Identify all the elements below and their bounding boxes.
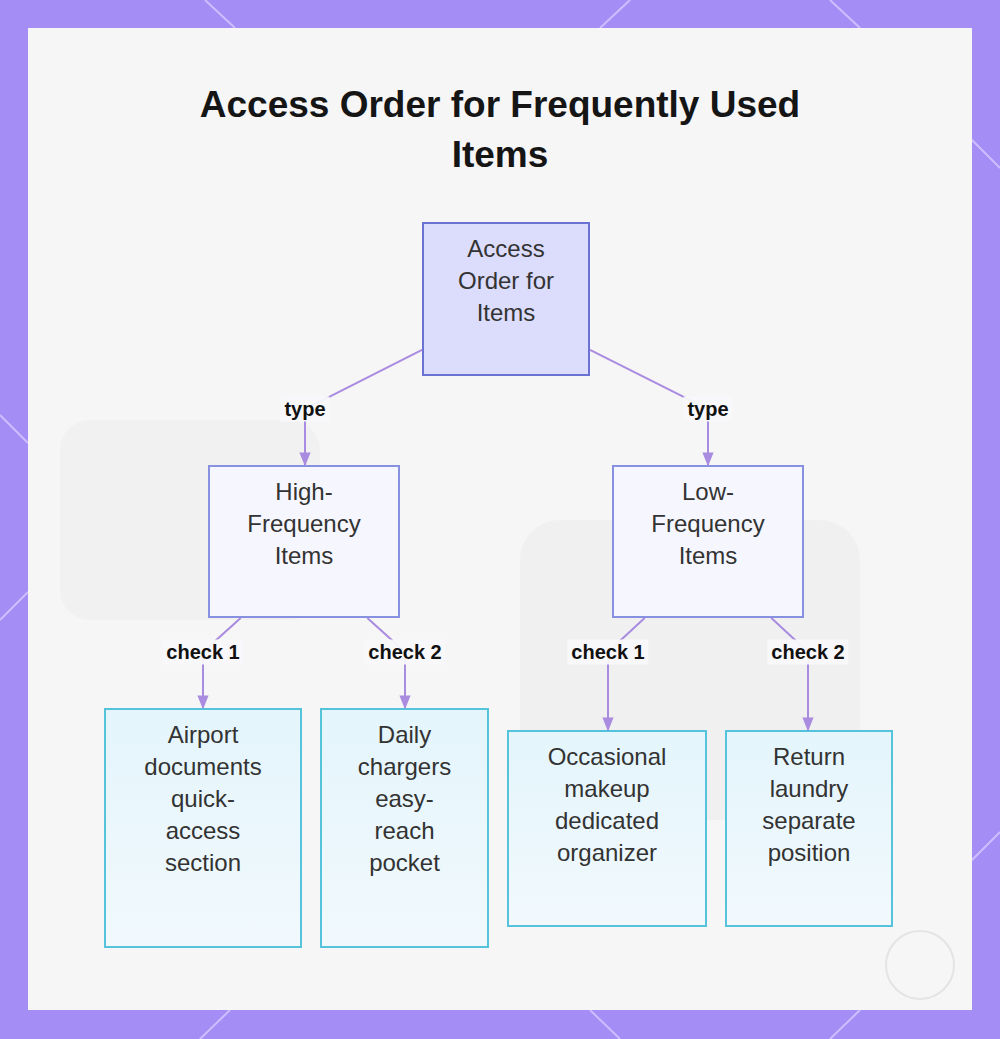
node-label: Daily chargers easy-reach pocket <box>350 719 460 879</box>
category-box: Low-Frequency Items <box>612 465 804 618</box>
item-box: Airport documents quick-access section <box>104 708 302 948</box>
node-label: Access Order for Items <box>441 233 571 329</box>
node-label: Low-Frequency Items <box>638 476 778 572</box>
item-box: Occasional makeup dedicated organizer <box>507 730 707 927</box>
edge-label: check 1 <box>162 640 243 665</box>
item-box: Return laundry separate position <box>725 730 893 927</box>
edge-label: check 2 <box>767 640 848 665</box>
node-label: High-Frequency Items <box>234 476 374 572</box>
edge-label: type <box>683 397 732 422</box>
node-label: Return laundry separate position <box>749 741 869 869</box>
diagram-title: Access Order for Frequently Used Items <box>160 80 840 180</box>
item-box: Daily chargers easy-reach pocket <box>320 708 489 948</box>
node-label: Airport documents quick-access section <box>138 719 268 879</box>
connector-arrow <box>608 618 645 730</box>
node-label: Occasional makeup dedicated organizer <box>532 741 682 869</box>
root-box: Access Order for Items <box>422 222 590 376</box>
connector-arrow <box>771 618 808 730</box>
edge-label: check 2 <box>364 640 445 665</box>
category-box: High-Frequency Items <box>208 465 400 618</box>
panel-background <box>28 28 972 1010</box>
edge-label: check 1 <box>567 640 648 665</box>
edge-label: type <box>280 397 329 422</box>
watermark-icon <box>886 931 954 999</box>
